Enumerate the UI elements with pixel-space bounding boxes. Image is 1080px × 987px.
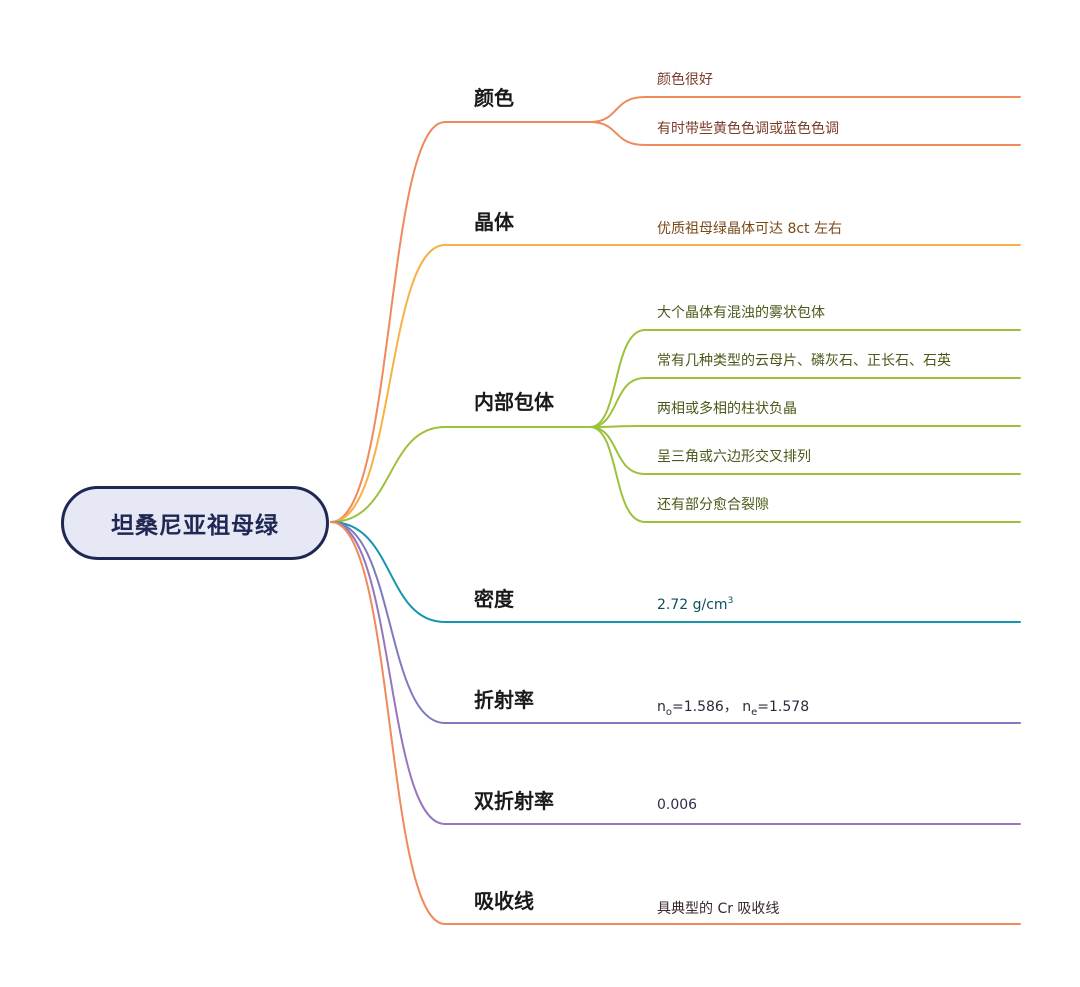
leaf-connector — [589, 425, 1021, 428]
leaf-text: 0.006 — [657, 797, 698, 813]
density-unit: g/cm — [692, 597, 728, 613]
n-e-subscript: e — [751, 707, 758, 718]
branch-connector — [330, 521, 446, 925]
leaf-connector — [589, 426, 1021, 475]
density-unit-exponent: 3 — [727, 596, 734, 606]
branch-color-label: 颜色 — [474, 86, 514, 110]
branch-connector — [330, 426, 446, 523]
leaf-text: 优质祖母绿晶体可达 8ct 左右 — [657, 221, 842, 237]
n-o-subscript: o — [665, 707, 672, 718]
leaf-connector — [589, 121, 1021, 146]
root-node: 坦桑尼亚祖母绿 — [61, 486, 329, 560]
root-label: 坦桑尼亚祖母绿 — [111, 513, 279, 539]
leaf-connector — [589, 377, 1021, 428]
branch-density-label: 密度 — [474, 587, 514, 611]
leaf-text: 有时带些黄色色调或蓝色色调 — [657, 121, 839, 137]
leaf-text: 两相或多相的柱状负晶 — [657, 401, 797, 417]
branch-crystal-label: 晶体 — [474, 210, 514, 234]
n-e-value: =1.578 — [757, 699, 810, 715]
leaf-text: 呈三角或六边形交叉排列 — [657, 449, 811, 465]
branch-inclusions-label: 内部包体 — [474, 390, 554, 414]
leaf-text: 颜色很好 — [657, 72, 713, 88]
branch-refractive-index-label: 折射率 — [474, 688, 534, 712]
refractive-index-value: no=1.586， ne=1.578 — [657, 696, 809, 718]
leaf-connector — [589, 329, 1021, 428]
leaf-connector — [589, 96, 1021, 123]
branch-absorption-label: 吸收线 — [474, 889, 534, 913]
leaf-text: 大个晶体有混浊的雾状包体 — [657, 305, 825, 321]
density-value: 2.72 g/cm3 — [657, 596, 733, 613]
n-e-symbol: n — [742, 699, 752, 715]
branch-connector — [330, 521, 446, 825]
leaf-text: 常有几种类型的云母片、磷灰石、正长石、石英 — [657, 353, 951, 369]
n-o-symbol: n — [657, 699, 666, 715]
branch-connector — [330, 521, 446, 623]
leaf-text: 具典型的 Cr 吸收线 — [657, 901, 780, 917]
branch-connector — [330, 521, 446, 724]
n-o-value: =1.586， — [672, 699, 738, 715]
branch-birefringence-label: 双折射率 — [474, 789, 554, 813]
density-number: 2.72 — [657, 597, 689, 613]
branch-connector — [330, 244, 446, 523]
leaf-connector — [589, 426, 1021, 523]
leaf-text: 还有部分愈合裂隙 — [657, 497, 769, 513]
branch-connector — [330, 121, 446, 523]
